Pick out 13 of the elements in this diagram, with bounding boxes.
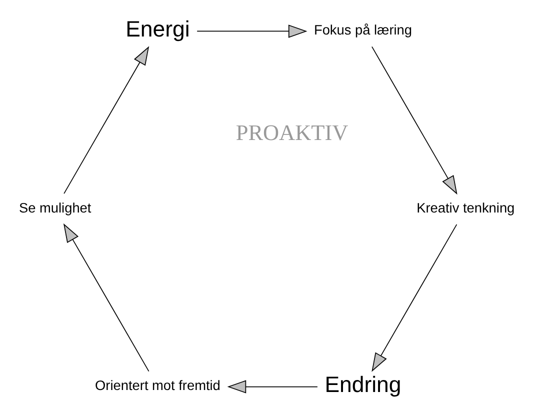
- arrow: [63, 222, 150, 372]
- node-text: Fokus på læring: [314, 22, 412, 37]
- node-text: Endring: [324, 372, 402, 397]
- node-text: Orientert mot fremtid: [95, 378, 220, 393]
- node-text: Se mulighet: [19, 200, 92, 215]
- node-text: Kreativ tenkning: [416, 200, 515, 215]
- arrow: [227, 380, 318, 393]
- arrow: [64, 46, 150, 194]
- arrow: [372, 46, 458, 194]
- arrow: [196, 24, 308, 38]
- node-text: Energi: [126, 16, 190, 42]
- arrow: [372, 224, 458, 372]
- label: PROAKTIV: [236, 119, 348, 144]
